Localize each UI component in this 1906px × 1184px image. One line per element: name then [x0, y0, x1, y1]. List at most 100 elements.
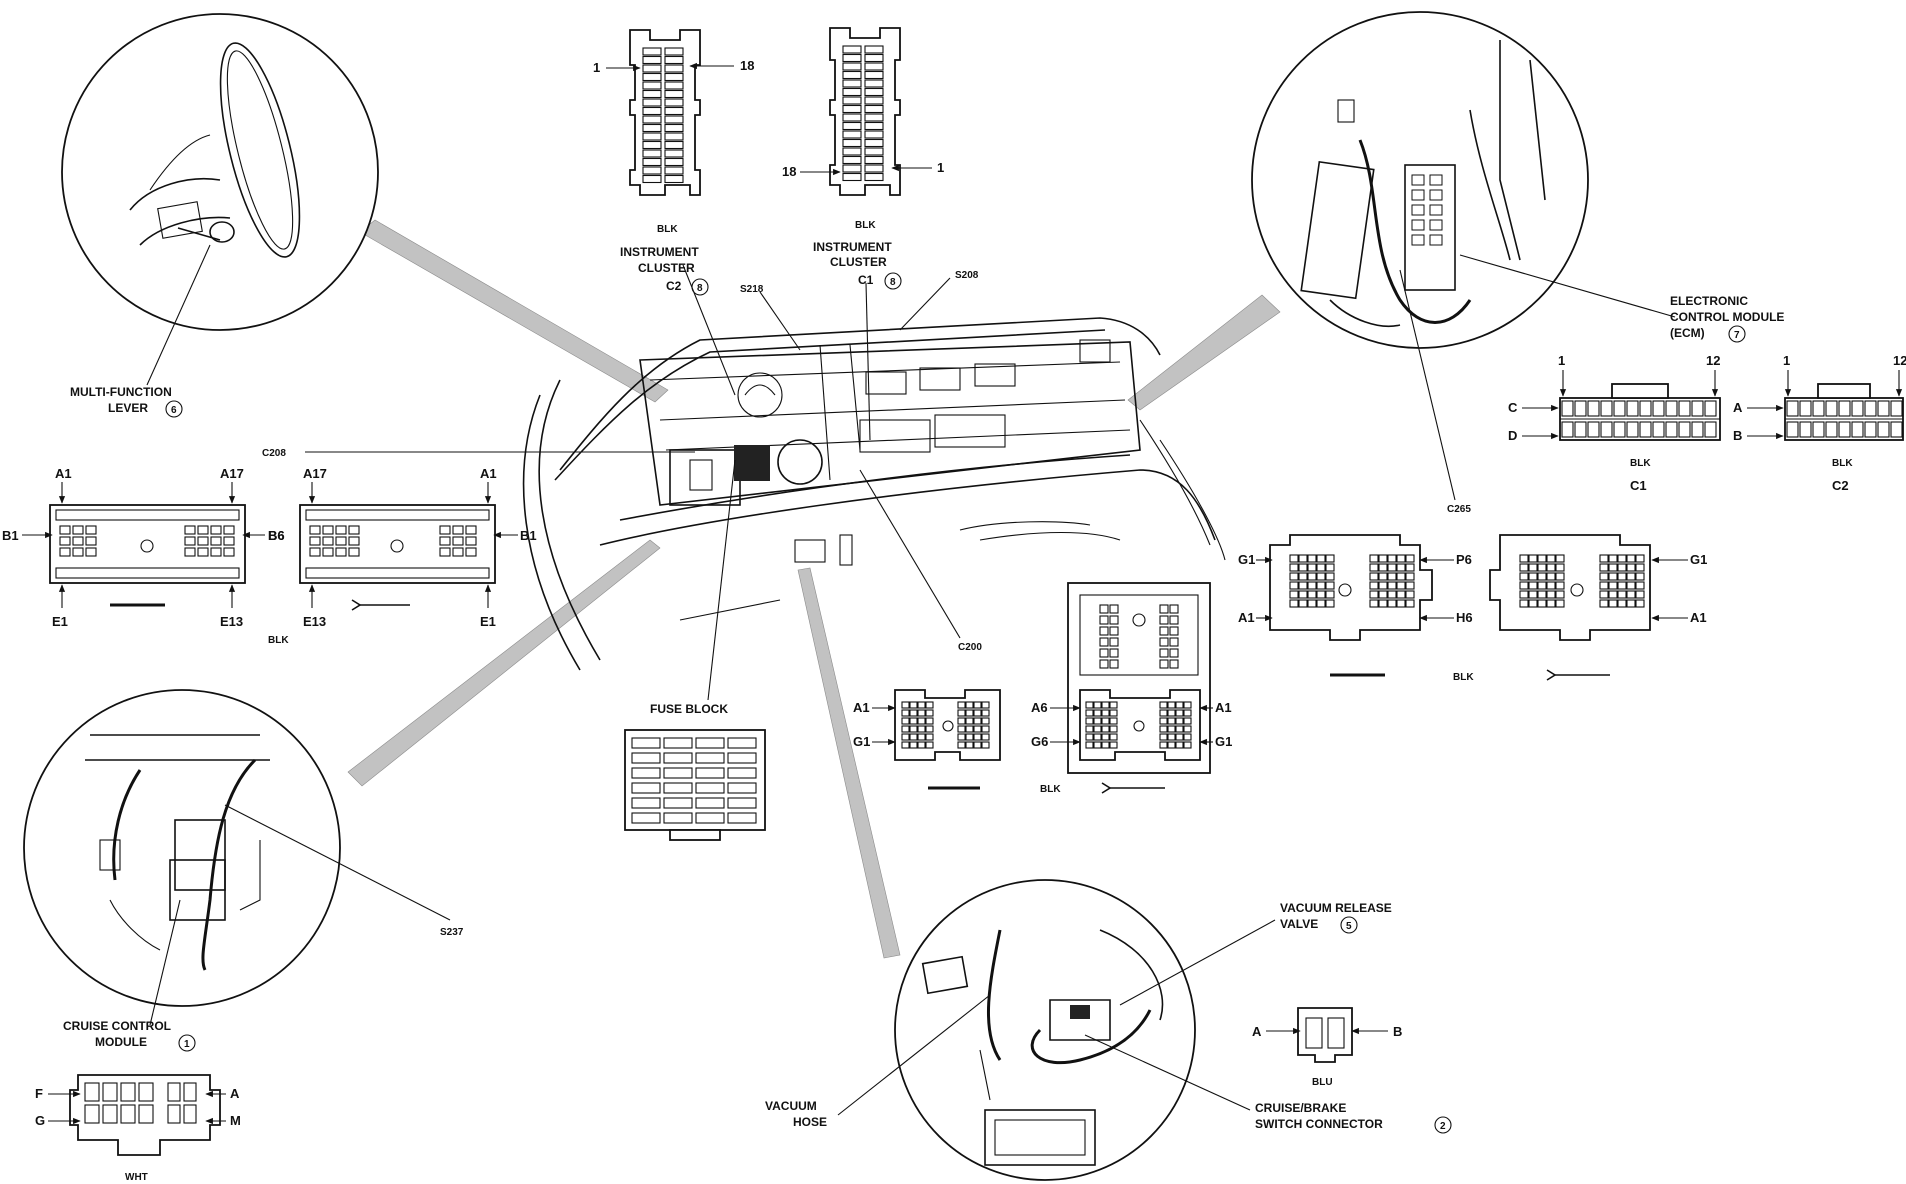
connector-cavity — [727, 752, 757, 764]
connector-cavity — [981, 725, 990, 733]
connector-cavity — [1307, 590, 1317, 599]
ccm-pin-tl: F — [35, 1086, 43, 1101]
connector-cavity — [1175, 701, 1184, 709]
connector-cavity — [1325, 572, 1335, 581]
connector-cavity — [1387, 563, 1397, 572]
callout-multi-function-lever — [61, 13, 379, 331]
connector-cavity — [1175, 741, 1184, 749]
connector-cavity — [1316, 599, 1326, 608]
connector-cavity — [901, 701, 910, 709]
c200-left-tr: A6 — [1031, 700, 1048, 715]
connector-cavity — [183, 1082, 197, 1102]
connector-cavity — [309, 536, 321, 546]
connector-cavity — [1167, 741, 1176, 749]
connector-cavity — [1378, 581, 1388, 590]
connector-cavity — [973, 717, 982, 725]
connector-cavity — [842, 172, 862, 182]
callout-cruise-brake-switch — [894, 879, 1196, 1181]
connector-cavity — [842, 121, 862, 131]
connector-cavity — [973, 701, 982, 709]
c265-right-tr: G1 — [1690, 552, 1707, 567]
c208-left-bl: E1 — [52, 614, 68, 629]
c208-right-connector — [299, 504, 496, 584]
connector-cavity — [1838, 400, 1851, 417]
connector-cavity — [1109, 648, 1119, 658]
connector-cavity — [197, 525, 209, 535]
c200-left-bl: G1 — [853, 734, 870, 749]
connector-cavity — [864, 96, 884, 105]
connector-cavity — [1159, 725, 1168, 733]
c208-left-tl: A1 — [55, 466, 72, 481]
connector-cavity — [925, 733, 934, 741]
ecm-c2-name: C2 — [1832, 478, 1849, 493]
connector-cavity — [642, 47, 662, 56]
connector-cavity — [663, 812, 693, 824]
connector-cavity — [727, 767, 757, 779]
connector-cavity — [439, 547, 451, 557]
ccm-pin-bl: G — [35, 1113, 45, 1128]
connector-cavity — [1307, 572, 1317, 581]
connector-cavity — [1378, 563, 1388, 572]
connector-cavity — [917, 709, 926, 717]
connector-cavity — [1652, 421, 1665, 438]
connector-cavity — [1528, 599, 1538, 608]
connector-cavity — [642, 55, 662, 65]
connector-cavity — [335, 525, 347, 535]
c200-right-br: G1 — [1215, 734, 1232, 749]
connector-cavity — [1799, 400, 1812, 417]
connector-cavity — [1093, 717, 1102, 725]
connector-cavity — [1175, 733, 1184, 741]
connector-cavity — [1369, 590, 1379, 599]
connector-cavity — [120, 1104, 136, 1124]
connector-cavity — [1851, 421, 1864, 438]
connector-cavity — [1519, 599, 1529, 608]
connector-cavity — [1635, 599, 1645, 608]
connector-cavity — [842, 79, 862, 88]
connector-cavity — [727, 737, 757, 749]
connector-cavity — [973, 741, 982, 749]
connector-cavity — [1175, 709, 1184, 717]
connector-cavity — [965, 725, 974, 733]
brake-conn-color: BLU — [1312, 1077, 1333, 1088]
connector-cavity — [1183, 701, 1192, 709]
connector-cavity — [1528, 554, 1538, 563]
connector-cavity — [642, 132, 662, 141]
connector-cavity — [1599, 599, 1609, 608]
connector-cavity — [631, 737, 661, 749]
connector-cavity — [1546, 572, 1556, 581]
connector-cavity — [1387, 590, 1397, 599]
connector-cavity — [981, 733, 990, 741]
ecm-label-1: ELECTRONIC — [1670, 294, 1748, 308]
connector-cavity — [642, 149, 662, 158]
connector-cavity — [1405, 563, 1415, 572]
cluster-c1-pin-right: 1 — [937, 160, 944, 175]
connector-cavity — [197, 547, 209, 557]
connector-cavity — [1316, 572, 1326, 581]
connector-cavity — [335, 547, 347, 557]
vacuum-release-valve-num: 5 — [1346, 921, 1352, 932]
connector-cavity — [1519, 572, 1529, 581]
connector-cavity — [1099, 626, 1109, 636]
callout-cruise-control-module — [23, 689, 341, 1007]
connector-cavity — [1307, 599, 1317, 608]
cluster-c2-pin-right: 18 — [740, 58, 754, 73]
ecm-c1-row1: C — [1508, 400, 1518, 415]
connector-cavity — [973, 733, 982, 741]
connector-cavity — [85, 525, 97, 535]
connector-cavity — [1519, 590, 1529, 599]
cluster-c2-label-3: C2 — [666, 279, 682, 293]
connector-cavity — [1639, 400, 1652, 417]
connector-cavity — [901, 725, 910, 733]
connector-cavity — [1093, 709, 1102, 717]
connector-cavity — [439, 525, 451, 535]
c208-right-l: B6 — [268, 528, 285, 543]
brake-conn-pin-a: A — [1252, 1024, 1262, 1039]
connector-cavity — [1635, 572, 1645, 581]
connector-cavity — [1289, 581, 1299, 590]
connector-cavity — [1626, 599, 1636, 608]
connector-cavity — [727, 782, 757, 794]
connector-cavity — [1396, 581, 1406, 590]
connector-cavity — [1561, 421, 1574, 438]
connector-cavity — [663, 767, 693, 779]
connector-cavity — [917, 741, 926, 749]
